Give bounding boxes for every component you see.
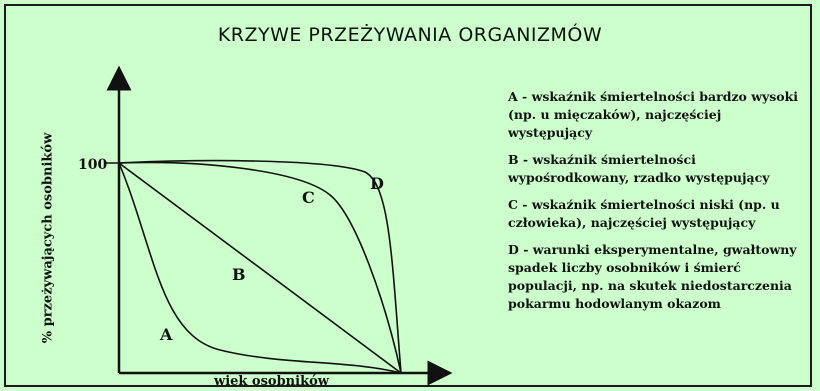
curve-label-b: B: [232, 265, 246, 284]
y-tick-label: 100: [78, 157, 108, 173]
diagram-frame: KRZYWE PRZEŻYWANIA ORGANIZMÓW: [4, 4, 812, 387]
curve-label-d: D: [370, 174, 384, 193]
curve-c: [118, 161, 402, 374]
curve-d: [118, 159, 402, 374]
x-axis-label: wiek osobników: [214, 374, 329, 389]
page-title: KRZYWE PRZEŻYWANIA ORGANIZMÓW: [217, 24, 603, 46]
legend-item-d: D - warunki eksperymentalne, gwałtowny s…: [508, 242, 797, 311]
curve-a: [118, 162, 402, 374]
legend-item-c: C - wskaźnik śmiertelności niski (np. u …: [508, 197, 780, 230]
legend-item-b: B - wskaźnik śmiertelności wypośrodkowan…: [508, 152, 770, 185]
curve-label-c: C: [302, 188, 315, 207]
y-axis-label: % przeżywających osobników: [40, 132, 56, 344]
curve-b: [118, 162, 402, 374]
curve-label-a: A: [160, 325, 173, 344]
legend-item-a: A - wskaźnik śmiertelności bardzo wysoki…: [508, 89, 799, 140]
legend: A - wskaźnik śmiertelności bardzo wysoki…: [508, 88, 804, 322]
